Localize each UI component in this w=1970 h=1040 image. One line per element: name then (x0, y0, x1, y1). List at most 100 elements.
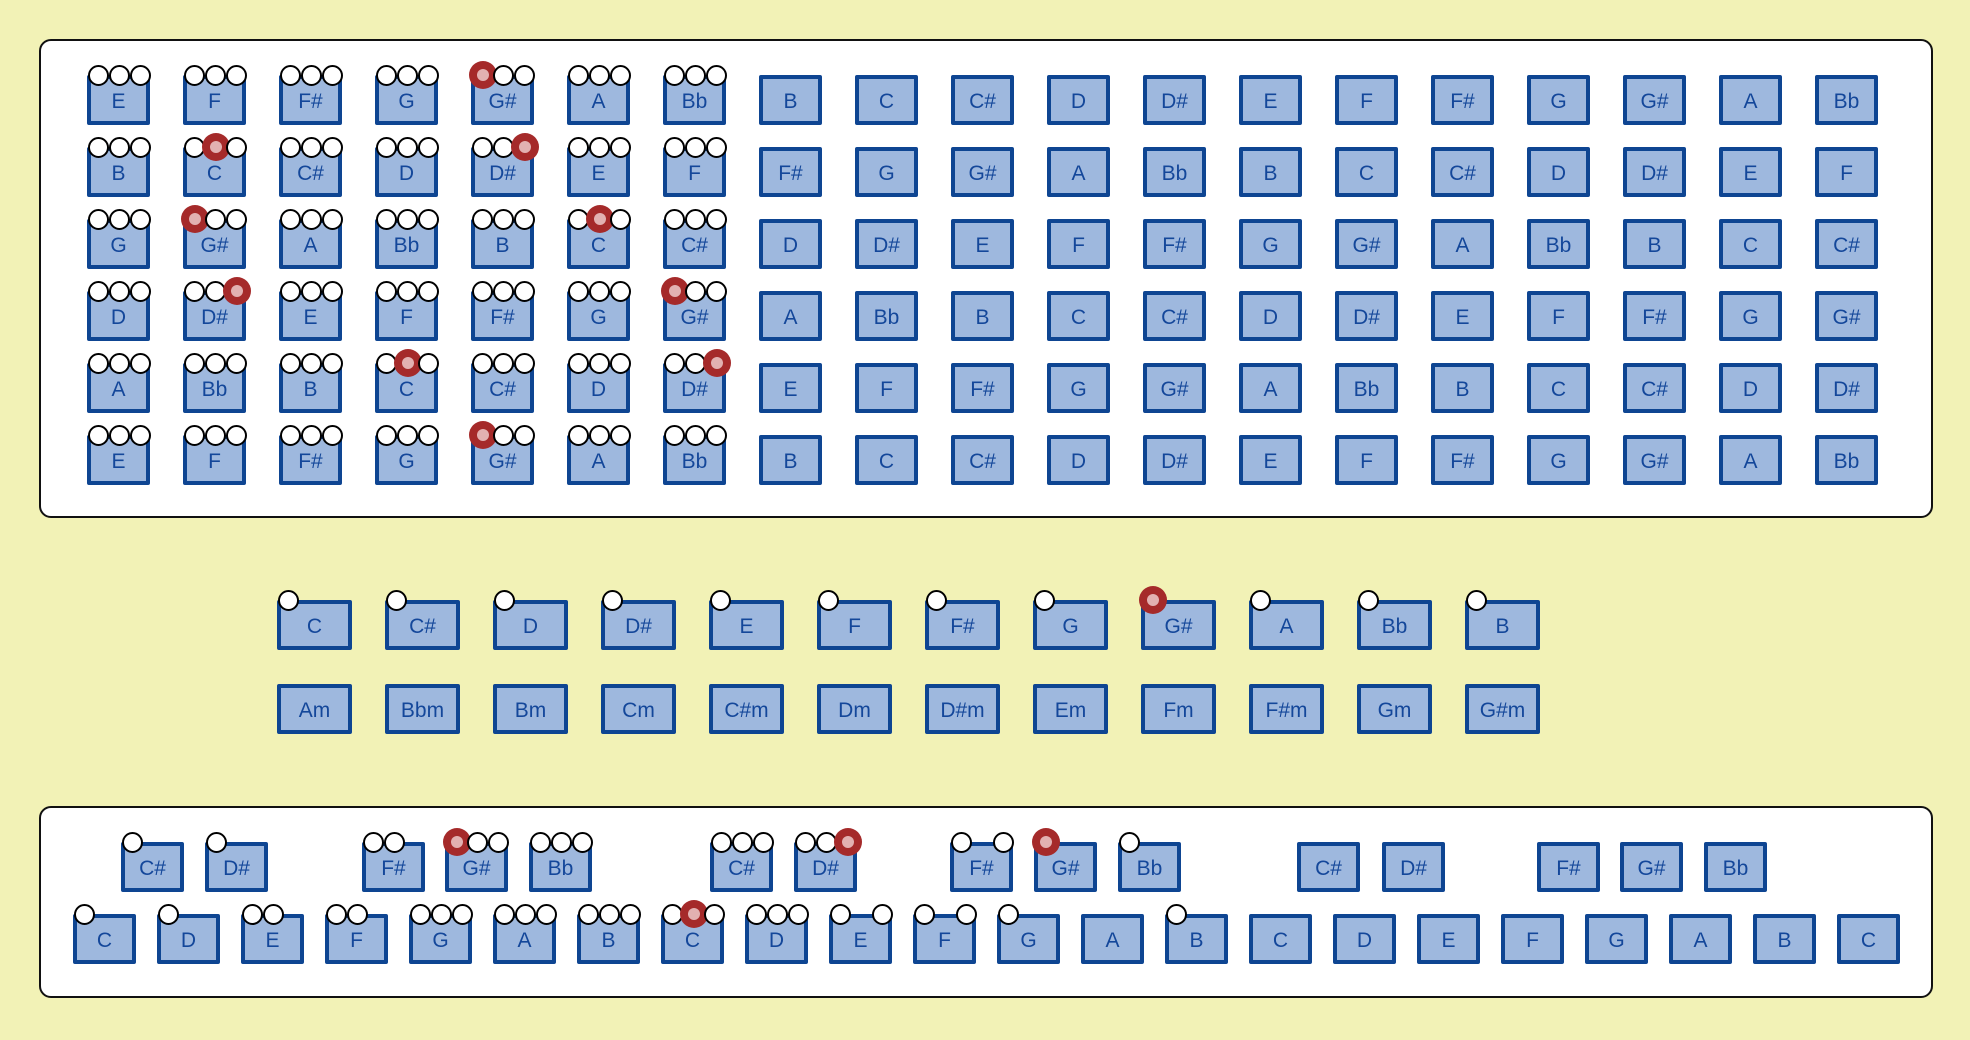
fret-key[interactable]: F# (1431, 435, 1494, 485)
marker-dot-icon[interactable] (442, 828, 471, 856)
fret-key[interactable]: D# (1623, 147, 1686, 197)
fret-key[interactable]: F (1527, 291, 1590, 341)
fret-key[interactable]: Bb (1143, 147, 1206, 197)
empty-circle-icon[interactable] (397, 65, 418, 86)
empty-circle-icon[interactable] (242, 904, 263, 925)
empty-circle-icon[interactable] (746, 904, 767, 925)
marker-dot-icon[interactable] (510, 133, 539, 161)
empty-circle-icon[interactable] (568, 137, 589, 158)
fret-key[interactable]: Bb (1335, 363, 1398, 413)
note-key-c-sharp[interactable]: C# (385, 590, 460, 650)
empty-circle-icon[interactable] (568, 425, 589, 446)
chord-key-gm[interactable]: Gm (1357, 684, 1432, 734)
empty-circle-icon[interactable] (226, 65, 247, 86)
empty-circle-icon[interactable] (599, 904, 620, 925)
empty-circle-icon[interactable] (322, 209, 343, 230)
empty-circle-icon[interactable] (184, 281, 205, 302)
fret-key[interactable]: E (567, 137, 631, 197)
fret-key[interactable]: C# (663, 209, 727, 269)
fret-key[interactable]: G# (660, 277, 727, 341)
marker-dot-icon[interactable] (702, 349, 731, 377)
empty-circle-icon[interactable] (664, 137, 685, 158)
white-key[interactable]: A (1669, 914, 1732, 964)
empty-circle-icon[interactable] (418, 425, 439, 446)
fret-key[interactable]: G# (468, 421, 535, 485)
fret-key[interactable]: D (1239, 291, 1302, 341)
empty-circle-icon[interactable] (301, 353, 322, 374)
fret-key[interactable]: G (1047, 363, 1110, 413)
empty-circle-icon[interactable] (514, 425, 535, 446)
fret-key[interactable]: B (87, 137, 151, 197)
empty-circle-icon[interactable] (130, 209, 151, 230)
fret-key[interactable]: B (471, 209, 535, 269)
fret-key[interactable]: C (855, 435, 918, 485)
empty-circle-icon[interactable] (397, 137, 418, 158)
black-key[interactable]: F# (950, 832, 1014, 892)
empty-circle-icon[interactable] (602, 590, 623, 611)
empty-circle-icon[interactable] (610, 209, 631, 230)
fret-key[interactable]: C# (279, 137, 343, 197)
empty-circle-icon[interactable] (706, 65, 727, 86)
empty-circle-icon[interactable] (610, 425, 631, 446)
empty-circle-icon[interactable] (1119, 832, 1140, 853)
empty-circle-icon[interactable] (488, 832, 509, 853)
empty-circle-icon[interactable] (685, 209, 706, 230)
fret-key[interactable]: F (663, 137, 727, 197)
empty-circle-icon[interactable] (493, 209, 514, 230)
fret-key[interactable]: G# (951, 147, 1014, 197)
empty-circle-icon[interactable] (109, 425, 130, 446)
marker-dot-icon[interactable] (393, 349, 422, 377)
empty-circle-icon[interactable] (493, 65, 514, 86)
empty-circle-icon[interactable] (418, 353, 439, 374)
fret-key[interactable]: F (183, 425, 247, 485)
empty-circle-icon[interactable] (993, 832, 1014, 853)
empty-circle-icon[interactable] (397, 209, 418, 230)
fret-key[interactable]: G (87, 209, 151, 269)
white-key[interactable]: A (493, 904, 557, 964)
fret-key[interactable]: G# (1623, 75, 1686, 125)
fret-key[interactable]: C (855, 75, 918, 125)
empty-circle-icon[interactable] (376, 281, 397, 302)
fret-key[interactable]: D (375, 137, 439, 197)
fret-key[interactable]: D (759, 219, 822, 269)
fret-key[interactable]: Bb (663, 65, 727, 125)
white-key[interactable]: B (1753, 914, 1816, 964)
empty-circle-icon[interactable] (1466, 590, 1487, 611)
empty-circle-icon[interactable] (322, 65, 343, 86)
empty-circle-icon[interactable] (706, 281, 727, 302)
white-key[interactable]: D (745, 904, 809, 964)
empty-circle-icon[interactable] (326, 904, 347, 925)
black-key[interactable]: Bb (529, 832, 593, 892)
empty-circle-icon[interactable] (109, 137, 130, 158)
empty-circle-icon[interactable] (610, 137, 631, 158)
fret-key[interactable]: F (1047, 219, 1110, 269)
empty-circle-icon[interactable] (472, 209, 493, 230)
empty-circle-icon[interactable] (301, 65, 322, 86)
empty-circle-icon[interactable] (88, 281, 109, 302)
empty-circle-icon[interactable] (184, 425, 205, 446)
empty-circle-icon[interactable] (664, 425, 685, 446)
empty-circle-icon[interactable] (872, 904, 893, 925)
empty-circle-icon[interactable] (664, 353, 685, 374)
empty-circle-icon[interactable] (322, 281, 343, 302)
empty-circle-icon[interactable] (376, 425, 397, 446)
fret-key[interactable]: C# (1431, 147, 1494, 197)
black-key[interactable]: C# (1297, 842, 1360, 892)
fret-key[interactable]: C# (1623, 363, 1686, 413)
empty-circle-icon[interactable] (620, 904, 641, 925)
empty-circle-icon[interactable] (130, 137, 151, 158)
black-key[interactable]: D# (1382, 842, 1445, 892)
note-key-a[interactable]: A (1249, 590, 1324, 650)
white-key[interactable]: F (325, 904, 388, 964)
empty-circle-icon[interactable] (88, 425, 109, 446)
empty-circle-icon[interactable] (130, 353, 151, 374)
empty-circle-icon[interactable] (704, 904, 725, 925)
empty-circle-icon[interactable] (706, 137, 727, 158)
marker-dot-icon[interactable] (660, 277, 689, 305)
marker-dot-icon[interactable] (1138, 586, 1167, 614)
fret-key[interactable]: G# (1335, 219, 1398, 269)
note-key-g[interactable]: G (1033, 590, 1108, 650)
empty-circle-icon[interactable] (472, 353, 493, 374)
empty-circle-icon[interactable] (205, 65, 226, 86)
fret-key[interactable]: B (1431, 363, 1494, 413)
